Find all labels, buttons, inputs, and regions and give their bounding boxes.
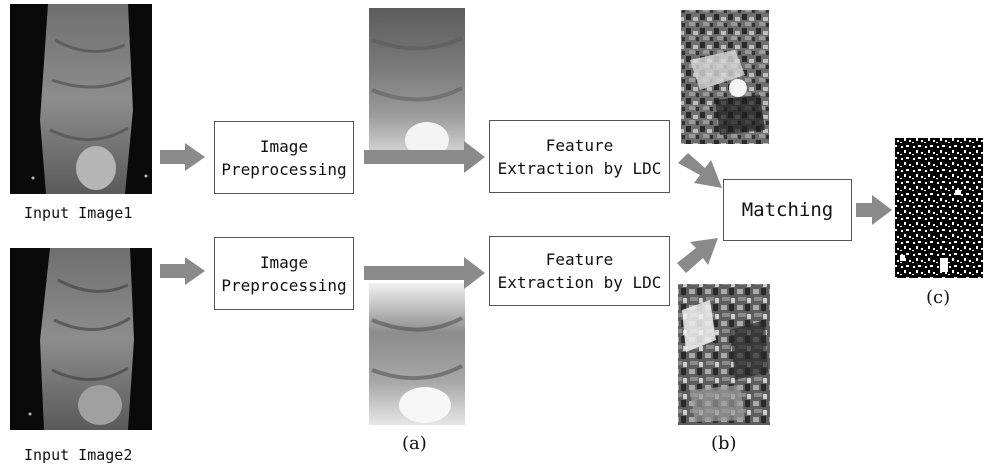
feature-extraction-box-2-line1: Feature bbox=[545, 250, 614, 269]
preprocessed-image-2 bbox=[369, 283, 465, 425]
preprocessing-box-1-line2: Preprocessing bbox=[221, 159, 347, 179]
preprocessing-box-2: Image Preprocessing bbox=[214, 237, 354, 310]
arrow-preprocess2-to-feature bbox=[364, 257, 485, 289]
matching-result-image bbox=[895, 138, 983, 278]
matching-box: Matching bbox=[723, 179, 852, 241]
preprocessing-box-2-line1: Image bbox=[259, 252, 309, 272]
ldc-feature-image-1 bbox=[681, 10, 769, 144]
caption-b: (b) bbox=[711, 433, 737, 454]
arrow-preprocess1-to-feature bbox=[364, 141, 485, 173]
caption-a: (a) bbox=[402, 433, 427, 454]
input-image-1 bbox=[10, 4, 152, 194]
feature-extraction-box-2: Feature Extraction by LDC bbox=[489, 236, 670, 306]
input-image-1-label: Input Image1 bbox=[24, 204, 133, 222]
input-image-2 bbox=[10, 248, 152, 430]
preprocessed-image-1 bbox=[369, 8, 465, 158]
arrow-matching-to-result bbox=[856, 195, 892, 225]
preprocessing-box-2-line2: Preprocessing bbox=[221, 275, 347, 295]
preprocessing-box-1-line1: Image bbox=[259, 136, 309, 156]
feature-extraction-box-1-line1: Feature bbox=[545, 135, 614, 155]
matching-label: Matching bbox=[741, 198, 834, 221]
arrow-input2-to-preprocess bbox=[160, 257, 205, 285]
feature-extraction-box-2-line2: Extraction by LDC bbox=[497, 273, 662, 292]
preprocessing-box-1: Image Preprocessing bbox=[214, 121, 354, 194]
ldc-feature-image-2 bbox=[678, 284, 770, 425]
input-image-2-label: Input Image2 bbox=[24, 446, 133, 464]
feature-extraction-box-1-line2: Extraction by LDC bbox=[497, 158, 662, 178]
feature-extraction-box-1: Feature Extraction by LDC bbox=[489, 120, 670, 193]
arrows bbox=[160, 141, 892, 289]
caption-c: (c) bbox=[926, 287, 951, 308]
arrow-input1-to-preprocess bbox=[160, 143, 205, 171]
arrow-feature1-to-matching bbox=[678, 153, 722, 188]
arrow-feature2-to-matching bbox=[677, 238, 718, 273]
